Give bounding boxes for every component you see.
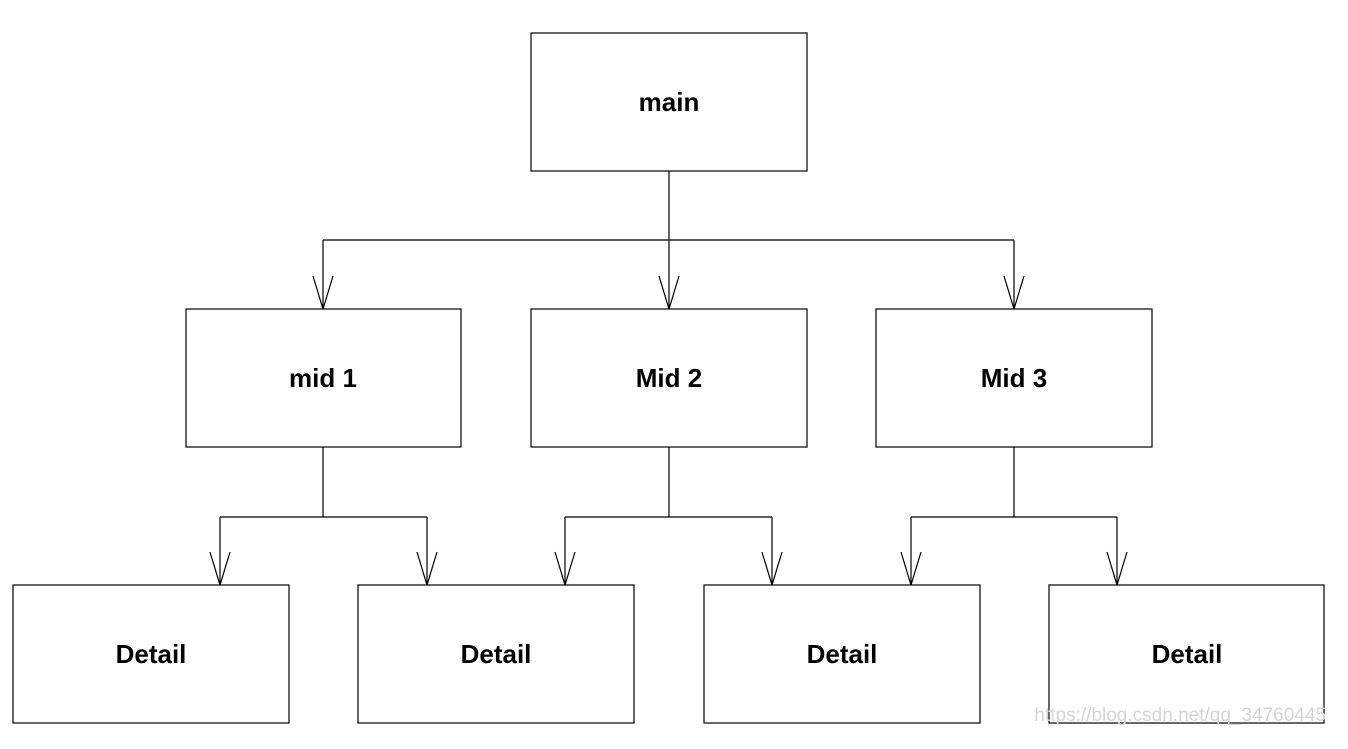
node-detail4: Detail	[1048, 584, 1325, 724]
node-mid2-box	[530, 308, 808, 448]
node-detail2-box	[357, 584, 635, 724]
node-mid2-label: Mid 2	[636, 363, 702, 393]
node-detail4-label: Detail	[1152, 639, 1223, 669]
node-detail3-label: Detail	[807, 639, 878, 669]
node-detail4-box	[1048, 584, 1325, 724]
node-mid1-box	[185, 308, 462, 448]
node-main-box	[530, 32, 808, 172]
node-detail1-label: Detail	[116, 639, 187, 669]
node-mid1-label: mid 1	[289, 363, 357, 393]
node-detail1-box	[12, 584, 290, 724]
node-main: main	[530, 32, 808, 172]
node-mid2: Mid 2	[530, 308, 808, 448]
node-mid1: mid 1	[185, 308, 462, 448]
connectors-mid1-to-details	[209, 447, 438, 588]
node-detail2-label: Detail	[461, 639, 532, 669]
node-main-label: main	[639, 87, 700, 117]
node-mid3: Mid 3	[875, 308, 1153, 448]
connectors-main-to-mids	[312, 171, 1025, 312]
node-detail1: Detail	[12, 584, 290, 724]
connectors-mid3-to-details	[900, 447, 1128, 588]
node-mid3-label: Mid 3	[981, 363, 1047, 393]
node-detail3-box	[703, 584, 981, 724]
node-detail3: Detail	[703, 584, 981, 724]
connectors-mid2-to-details	[554, 447, 783, 588]
node-detail2: Detail	[357, 584, 635, 724]
node-mid3-box	[875, 308, 1153, 448]
watermark-url: https://blog.csdn.net/qq_34760445	[1034, 705, 1326, 726]
